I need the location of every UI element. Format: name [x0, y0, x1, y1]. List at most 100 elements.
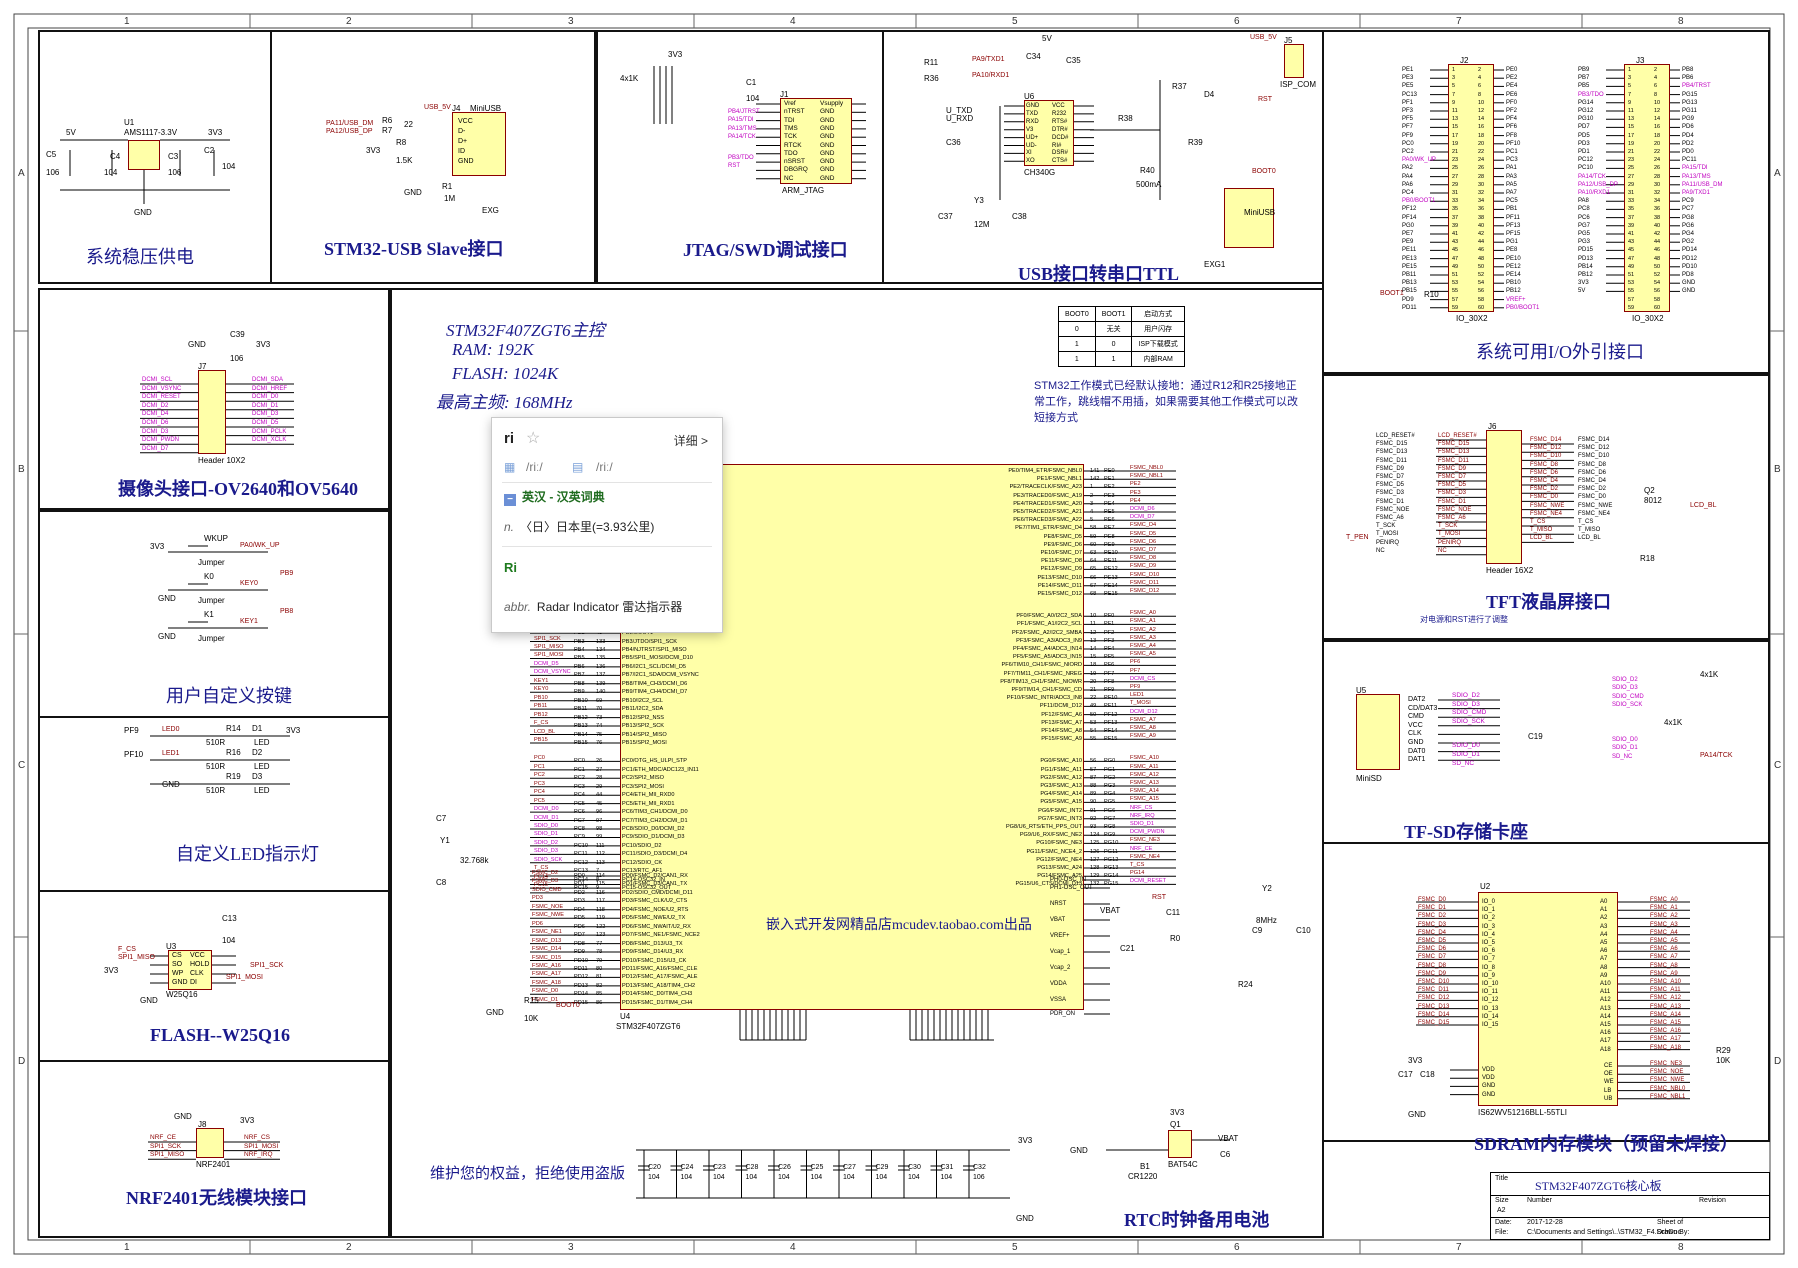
block-nrf [38, 1060, 390, 1238]
usb-dp-net: PA12/USB_DP [326, 128, 373, 135]
mcu-left-net: SPI1_MISO [534, 644, 564, 650]
mcu-pin-left: PC10/SDIO_D2 [622, 842, 662, 849]
sdram-addr-net: FSMC_A15 [1650, 1020, 1682, 1026]
mcu-power-pin: PH1-OSC_OUT [1050, 885, 1093, 891]
tft-pin-left: T_SCK [1376, 523, 1396, 530]
io-j2-left: PE11 [1402, 247, 1417, 254]
u1-part: AMS1117-3.3V [124, 128, 178, 137]
mcu-pin-left: PD5/FSMC_NWE/U2_TX [622, 915, 686, 922]
io-pin-num: 18 [1654, 132, 1661, 139]
block-io [1322, 30, 1770, 374]
favorite-star-icon[interactable]: ☆ [526, 430, 541, 447]
io-pin-num: 45 [1452, 247, 1459, 254]
camera-part: Header 10X2 [198, 456, 246, 465]
ruler-col: 4 [790, 1242, 796, 1253]
tft-pin-left: FSMC_D1 [1376, 498, 1405, 505]
mcu-left-net: FSMC_D1 [532, 996, 559, 1003]
ttl-boot0: BOOT0 [1252, 168, 1276, 175]
ttl-pa10: PA10/RXD1 [972, 72, 1010, 79]
ruler-row: A [18, 168, 25, 179]
ch340-pin-left: TXD [1026, 110, 1038, 117]
mcu-pin-name: PE1 [1104, 476, 1115, 483]
title-block: Title STM32F407ZGT6核心板 Size A2 Number Re… [1490, 1172, 1770, 1240]
mcu-pin-num: 44 [596, 792, 603, 799]
us-speaker-icon[interactable]: ▤ [572, 460, 584, 474]
decap-value: 104 [940, 1174, 953, 1181]
ruler-col: 3 [568, 1242, 574, 1253]
jtag-pin-right: GND [820, 158, 835, 166]
mcu-pin-left: PB9/TIM4_CH4/DCMI_D7 [622, 689, 688, 696]
io-j3-left: PB14 [1578, 263, 1593, 270]
mcu-pin-left: PC2/SPI2_MISO [622, 775, 664, 782]
tft-net-left: FSMC_NOE [1438, 506, 1472, 513]
mcu-pin-num: 15 [1090, 654, 1097, 661]
mcu-pin-name: PG14 [1104, 873, 1119, 880]
mcu-pin-right: PG0/FSMC_A10 [1040, 758, 1082, 765]
io-j2-right: PG1 [1506, 239, 1519, 246]
sd-pullup-net: SDIO_D2 [1612, 677, 1638, 683]
tft-net-left: FSMC_A6 [1438, 515, 1466, 521]
io-pin-num: 8 [1478, 91, 1482, 98]
io-j3-right: PG9 [1682, 116, 1695, 123]
camera-3v3: 3V3 [256, 340, 271, 349]
io-pin-num: 4 [1654, 75, 1658, 82]
io-j2-left: PA2 [1402, 165, 1413, 172]
collapse-icon[interactable]: − [504, 494, 516, 506]
ruler-col: 2 [346, 16, 352, 27]
mcu-pin-num: 80 [596, 965, 603, 972]
mcu-pin-num: 137 [596, 672, 606, 679]
jtag-pin-left: RTCK [784, 141, 802, 149]
nrf-3v3: 3V3 [240, 1116, 255, 1125]
title-ttl: USB接口转串口TTL [1018, 264, 1180, 284]
sdram-addr-net: FSMC_A6 [1650, 946, 1678, 953]
mcu-pin-num: 91 [1090, 807, 1097, 814]
dict-header[interactable]: −英汉 - 汉英词典 [504, 488, 605, 506]
sdram-pwr-pin: GND [1482, 1083, 1496, 1090]
io-j2-part: IO_30X2 [1456, 314, 1488, 323]
mcu-pin-left: PC6/TIM3_CH1/DCMI_D0 [622, 809, 688, 816]
io-j3-left: 3V3 [1578, 280, 1589, 287]
decap-value: 104 [648, 1174, 660, 1181]
mcu-pin-name: PG13 [1104, 865, 1119, 871]
mcu-right-net: PF7 [1130, 667, 1141, 674]
popup-detail-link[interactable]: 详细 > [673, 434, 708, 448]
tft-pin-left: FSMC_D3 [1376, 490, 1405, 497]
io-pin-num: 21 [1452, 149, 1459, 155]
tft-net-right: FSMC_D14 [1530, 437, 1562, 443]
mcu-left-net: T_CS [534, 865, 549, 872]
tft-pin-left: FSMC_D11 [1376, 457, 1407, 464]
mcu-pin-left: PC15-OSC32_OUT [622, 885, 672, 892]
io-pin-num: 54 [1654, 280, 1661, 287]
shop-watermark: 嵌入式开发网精品店mcudev.taobao.com出品 [766, 918, 1032, 933]
mcu-pin-name: PE14 [1104, 582, 1118, 589]
mcu-right-net: FSMC_NBL0 [1130, 465, 1163, 471]
mcu-pin-num: 118 [596, 906, 605, 913]
mcu-pin-left: PC7/TIM3_CH2/DCMI_D1 [622, 817, 688, 824]
nrf-part: NRF2401 [196, 1160, 231, 1169]
sdram-ref: U2 [1480, 882, 1491, 891]
jtag-pin-left: TDO [784, 149, 798, 157]
tft-pin-right: FSMC_D6 [1578, 469, 1607, 476]
sdram-addr-net: FSMC_A14 [1650, 1011, 1682, 1018]
led-diode: D3 [252, 772, 263, 781]
sd-pa14: PA14/TCK [1700, 752, 1733, 759]
boot0-net: BOOT0 [556, 1002, 580, 1009]
decap-value: 104 [810, 1174, 823, 1181]
sdram-addr-pin: A17 [1600, 1038, 1611, 1045]
dictionary-popup[interactable]: ri ☆ 详细 > ▦ /riː/ ▤ /riː/ −英汉 - 汉英词典 n.〈… [491, 417, 723, 633]
io-pin-num: 34 [1654, 198, 1661, 205]
mcu-pin-name: PD9 [574, 949, 585, 956]
title-keys: 用户自定义按键 [166, 686, 292, 706]
ams1117-ic [128, 140, 160, 170]
io-j3-left: PB12 [1578, 272, 1593, 278]
mcu-pin-name: PB4 [574, 647, 585, 653]
jtag-pin-right: GND [820, 141, 835, 149]
tft-note: 对电源和RST进行了调整 [1420, 615, 1508, 624]
uk-speaker-icon[interactable]: ▦ [504, 460, 516, 474]
io-pin-num: 31 [1452, 190, 1459, 196]
flash-gnd: GND [140, 996, 158, 1005]
camera-ref: J7 [198, 362, 207, 371]
mcu-power-pin: VREF+ [1050, 933, 1070, 939]
mcu-right-net: FSMC_D12 [1130, 588, 1160, 594]
mcu-ram: RAM: 192K [452, 340, 534, 359]
